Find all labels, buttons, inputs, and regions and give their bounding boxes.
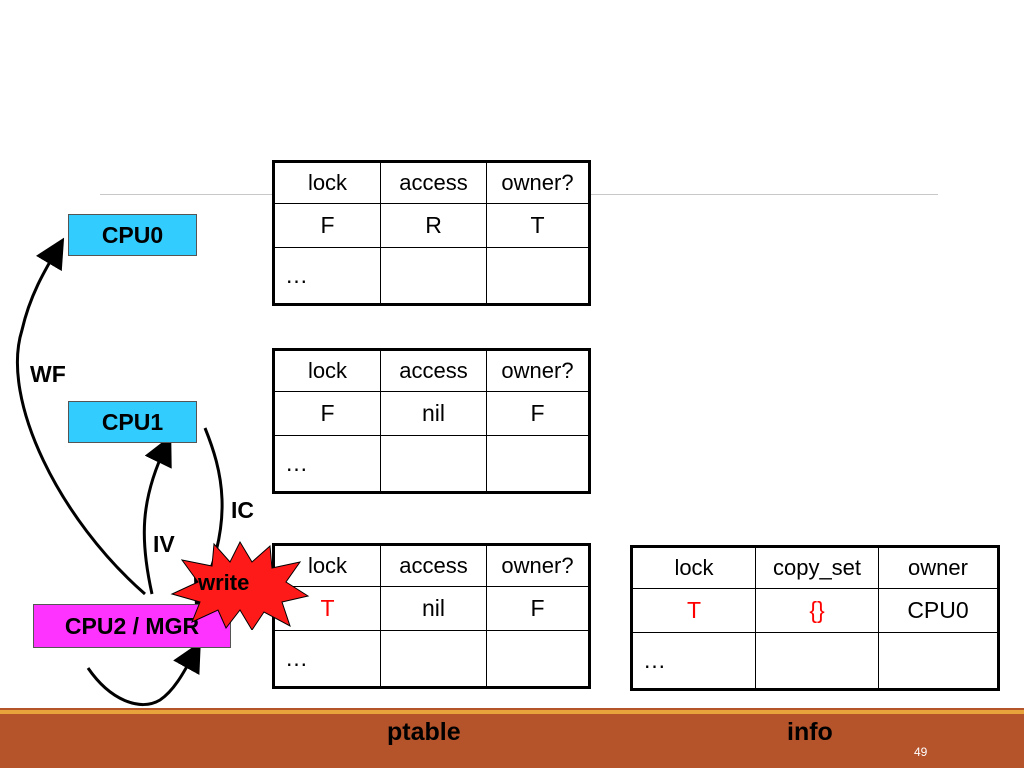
- owner-cell: CPU0: [878, 588, 999, 633]
- iv-label: IV: [153, 531, 175, 557]
- ptable-cpu0: lock access owner? F R T …: [272, 160, 591, 306]
- lock-cell: T: [631, 588, 756, 633]
- header-cell: owner: [878, 546, 999, 589]
- ellipsis-cell: …: [273, 630, 381, 688]
- table-row: …: [273, 630, 590, 688]
- ellipsis-cell: …: [273, 247, 381, 305]
- empty-cell: [380, 630, 487, 688]
- table-row: …: [273, 247, 590, 305]
- table-row: …: [631, 632, 999, 690]
- footer-stripe: [0, 710, 1024, 714]
- empty-cell: [380, 435, 487, 493]
- empty-cell: [486, 630, 590, 688]
- page-number: 49: [914, 745, 928, 759]
- lock-cell: F: [273, 203, 381, 248]
- cpu1-node: CPU1: [68, 401, 197, 443]
- header-cell: copy_set: [755, 546, 879, 589]
- ptable-caption: ptable: [387, 718, 461, 746]
- wf-label: WF: [30, 361, 66, 387]
- ellipsis-cell: …: [631, 632, 756, 690]
- table-row: T nil F: [273, 586, 590, 631]
- info-caption: info: [787, 718, 833, 746]
- access-cell: nil: [380, 586, 487, 631]
- header-cell: owner?: [486, 544, 590, 587]
- header-cell: access: [380, 161, 487, 204]
- owner-cell: T: [486, 203, 590, 248]
- ellipsis-cell: …: [273, 435, 381, 493]
- table-header-row: lock access owner?: [273, 161, 590, 204]
- copy-set-cell: {}: [755, 588, 879, 633]
- table-row: F R T: [273, 203, 590, 248]
- table-row: …: [273, 435, 590, 493]
- empty-cell: [486, 435, 590, 493]
- empty-cell: [878, 632, 999, 690]
- empty-cell: [755, 632, 879, 690]
- owner-cell: F: [486, 391, 590, 436]
- cpu0-node: CPU0: [68, 214, 197, 256]
- table-header-row: lock copy_set owner: [631, 546, 999, 589]
- empty-cell: [380, 247, 487, 305]
- table-header-row: lock access owner?: [273, 544, 590, 587]
- header-cell: access: [380, 544, 487, 587]
- header-cell: lock: [273, 349, 381, 392]
- header-cell: lock: [631, 546, 756, 589]
- access-cell: R: [380, 203, 487, 248]
- ic-label: IC: [231, 497, 254, 523]
- header-cell: lock: [273, 161, 381, 204]
- wf-arrow: [16, 237, 146, 596]
- table-header-row: lock access owner?: [273, 349, 590, 392]
- lock-cell: F: [273, 391, 381, 436]
- iv-arrow: [142, 435, 172, 595]
- write-label: write: [198, 570, 250, 595]
- header-cell: owner?: [486, 349, 590, 392]
- write-burst-icon: [170, 540, 310, 630]
- table-row: T {} CPU0: [631, 588, 999, 633]
- owner-cell: F: [486, 586, 590, 631]
- wq-arrow: [86, 641, 201, 706]
- ptable-cpu1: lock access owner? F nil F …: [272, 348, 591, 494]
- info-table: lock copy_set owner T {} CPU0 …: [630, 545, 1000, 691]
- footer-bar: [0, 708, 1024, 768]
- empty-cell: [486, 247, 590, 305]
- access-cell: nil: [380, 391, 487, 436]
- table-row: F nil F: [273, 391, 590, 436]
- header-cell: owner?: [486, 161, 590, 204]
- header-cell: access: [380, 349, 487, 392]
- ptable-cpu2: lock access owner? T nil F …: [272, 543, 591, 689]
